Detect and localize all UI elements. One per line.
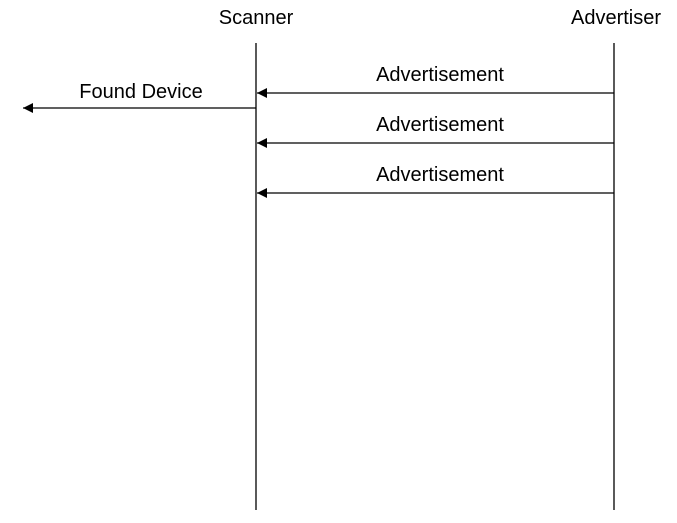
message-advertisement-3: Advertisement [257,164,614,198]
event-label: Found Device [79,81,202,103]
message-label: Advertisement [376,64,504,86]
message-label: Advertisement [376,114,504,136]
advertiser-label: Advertiser [571,7,661,29]
message-advertisement-2: Advertisement [257,114,614,148]
scanner-label: Scanner [219,7,294,29]
event-found-device: Found Device [23,81,256,113]
message-label: Advertisement [376,164,504,186]
message-advertisement-1: Advertisement [257,64,614,98]
